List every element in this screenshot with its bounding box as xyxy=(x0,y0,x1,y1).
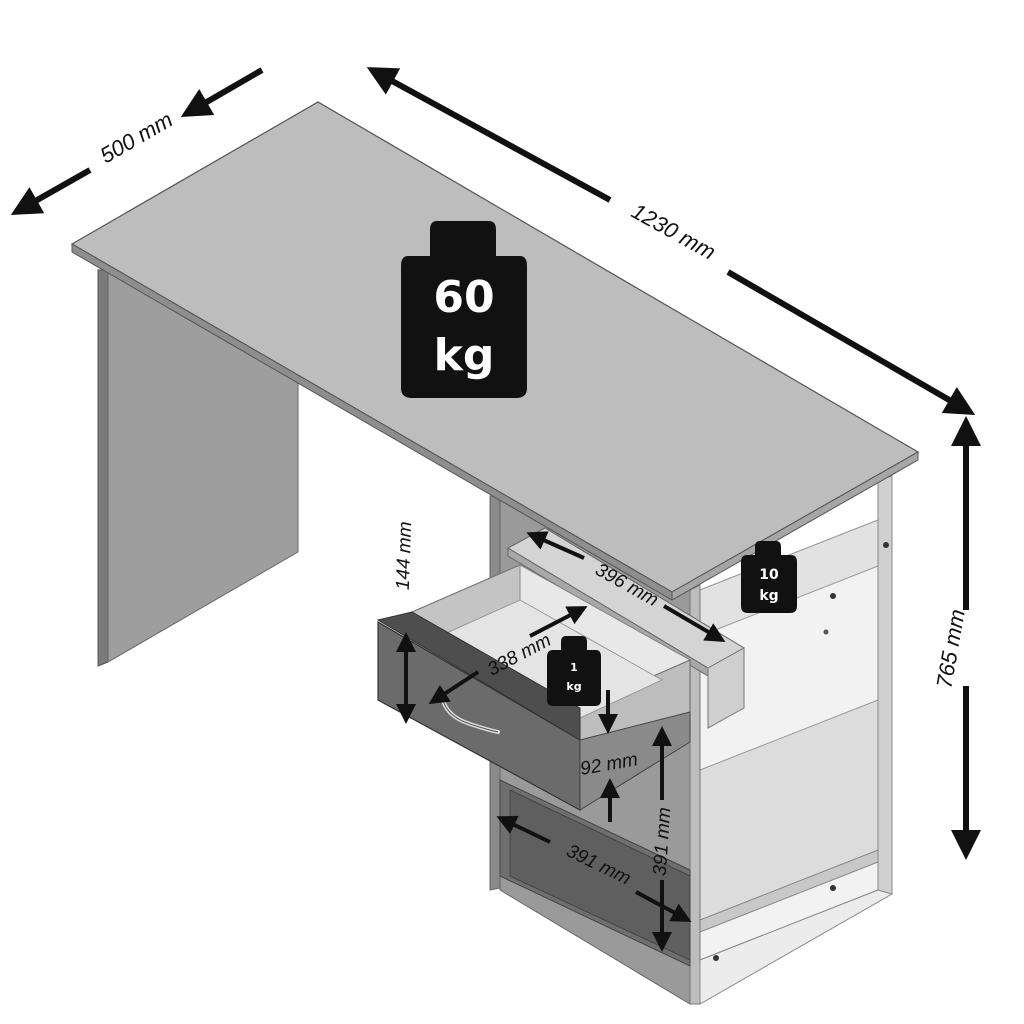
weight-icon-drawer: 1 kg xyxy=(547,636,601,706)
desktop-load-value: 60 xyxy=(433,272,494,323)
weight-icon-shelf: 10 kg xyxy=(741,541,797,613)
width-arrow-left xyxy=(366,67,612,203)
drawer-depth-arrow-bottom xyxy=(428,670,480,705)
cabinet-height-label: 391 mm xyxy=(650,807,676,877)
shelf-depth-arrow-right xyxy=(662,604,726,643)
shelf-load-value: 10 xyxy=(759,567,779,583)
dimension-arrows xyxy=(10,67,981,860)
drawer-depth-arrow-top xyxy=(529,606,588,638)
drawer-height-label: 144 mm xyxy=(393,521,416,590)
weight-icon-desktop: 60 kg xyxy=(401,221,527,398)
height-label: 765 mm xyxy=(931,607,969,690)
shelf-depth-arrow-left xyxy=(526,531,585,560)
drawer-load-unit: kg xyxy=(566,680,581,693)
depth-arrow-top xyxy=(180,67,264,118)
cabinet-width-arrow-left xyxy=(496,815,551,844)
small-dimension-arrows xyxy=(396,531,726,952)
desktop-load-unit: kg xyxy=(434,330,495,381)
drawer-load-value: 1 xyxy=(570,661,578,674)
shelf-load-unit: kg xyxy=(759,588,778,604)
width-label: 1230 mm xyxy=(627,198,719,264)
width-arrow-right xyxy=(726,269,976,416)
depth-label: 500 mm xyxy=(96,107,177,168)
depth-arrow-bottom xyxy=(10,167,92,215)
drawer xyxy=(376,564,692,812)
